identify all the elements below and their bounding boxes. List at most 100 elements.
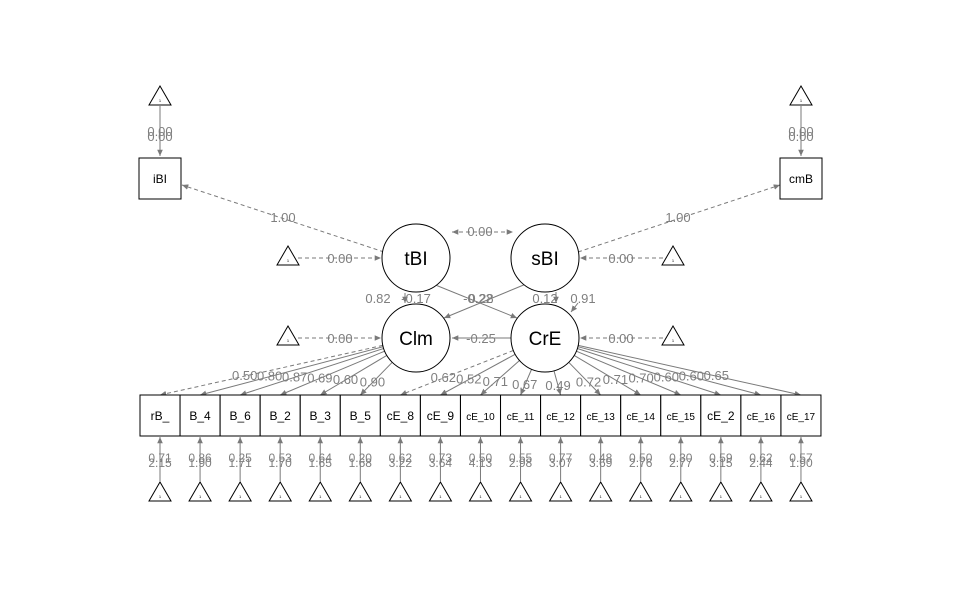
residual-label: 3.64 bbox=[429, 456, 453, 470]
intercept-triangle: 1 bbox=[388, 481, 413, 502]
observed-indicator: B_4 bbox=[179, 394, 221, 437]
latent-Clm: Clm bbox=[381, 303, 451, 373]
residual-label: 0.55 bbox=[509, 451, 533, 465]
residual-label: 2.44 bbox=[749, 456, 773, 470]
intercept-triangle: 1 bbox=[789, 481, 813, 502]
residual-label: 3.15 bbox=[709, 456, 733, 470]
residual-label: 0.00 bbox=[147, 124, 172, 139]
indicator-label: cE_15 bbox=[667, 412, 696, 423]
intercept-triangle: 1 bbox=[148, 481, 172, 502]
loading-arrow bbox=[199, 346, 384, 397]
intercept-triangle: 1 bbox=[268, 481, 293, 502]
indicator-label: cE_9 bbox=[427, 409, 455, 423]
loading-arrow bbox=[520, 369, 533, 396]
path-label: 1.00 bbox=[665, 210, 690, 225]
loading-label: 0.60 bbox=[679, 369, 704, 384]
one-label: 1 bbox=[399, 494, 402, 499]
one-label: 1 bbox=[159, 494, 162, 499]
residual-label: 0.30 bbox=[669, 451, 693, 465]
residual-label: 2.15 bbox=[148, 456, 172, 470]
path-tBI-CrE bbox=[432, 283, 518, 319]
residual-label: 3.07 bbox=[549, 456, 573, 470]
loading-arrow bbox=[577, 348, 721, 396]
indicator-label: B_3 bbox=[310, 409, 332, 423]
path-edges bbox=[157, 106, 804, 481]
intercept-triangle: 1 bbox=[308, 481, 333, 502]
intercept-triangle: 1 bbox=[468, 481, 493, 502]
residual-label: 0.62 bbox=[389, 451, 413, 465]
intercept-triangle: 1 bbox=[508, 481, 533, 502]
loading-label: 0.67 bbox=[512, 377, 537, 392]
one-label: 1 bbox=[287, 338, 290, 343]
intercept-triangle: 1 bbox=[428, 481, 453, 502]
indicator-label: cE_12 bbox=[546, 412, 575, 423]
intercept-triangle-iBI: 1 bbox=[148, 85, 172, 106]
indicator-label: B_4 bbox=[189, 409, 211, 423]
intercept-triangle: 1 bbox=[548, 481, 573, 502]
residual-label: 0.73 bbox=[429, 451, 453, 465]
intercept-triangle-tBI: 1 bbox=[276, 245, 300, 266]
loading-label: 0.60 bbox=[333, 372, 358, 387]
loading-label: 0.70 bbox=[628, 370, 653, 385]
residual-label: 3.69 bbox=[589, 456, 613, 470]
indicator-label: B_6 bbox=[229, 409, 251, 423]
residual-label: 2.76 bbox=[629, 456, 653, 470]
intercept-triangle: 1 bbox=[228, 481, 252, 502]
intercept-triangle: 1 bbox=[188, 481, 212, 502]
indicator-label: B_5 bbox=[350, 409, 372, 423]
loading-arrow bbox=[400, 350, 514, 396]
observed-indicator: B_2 bbox=[259, 394, 301, 437]
one-label: 1 bbox=[239, 494, 242, 499]
loading-arrow bbox=[159, 344, 383, 397]
one-label: 1 bbox=[319, 494, 322, 499]
latent-CrE-label: CrE bbox=[529, 329, 562, 350]
observed-indicator: B_5 bbox=[339, 394, 381, 437]
residual-label: 1.70 bbox=[269, 456, 293, 470]
intercept-triangle: 1 bbox=[749, 481, 773, 502]
residual-label: 1.71 bbox=[228, 456, 252, 470]
intercept-triangle: 1 bbox=[348, 481, 373, 502]
residual-label: 0.57 bbox=[789, 451, 813, 465]
residual-label: 0.53 bbox=[269, 451, 293, 465]
path-label: 0.00 bbox=[608, 251, 633, 266]
path-label: -0.25 bbox=[466, 331, 496, 346]
loading-lines bbox=[159, 344, 802, 397]
loading-label: 0.65 bbox=[704, 368, 729, 383]
residual-label: 0.59 bbox=[709, 451, 733, 465]
indicator-label: B_2 bbox=[270, 409, 292, 423]
residual-label: 0.00 bbox=[147, 129, 172, 144]
indicator-label: cE_8 bbox=[387, 409, 415, 423]
loading-label: 0.50 bbox=[232, 368, 257, 383]
loading-label: 0.80 bbox=[257, 369, 282, 384]
path-label: 0.00 bbox=[467, 224, 492, 239]
path-label: 0.82 bbox=[365, 291, 390, 306]
one-label: 1 bbox=[439, 494, 442, 499]
residual-label: 1.68 bbox=[349, 456, 373, 470]
observed-cmB: cmB bbox=[779, 157, 823, 200]
intercept-triangle: 1 bbox=[588, 481, 613, 502]
loading-arrow bbox=[440, 353, 516, 396]
one-label: 1 bbox=[359, 494, 362, 499]
path-label: 0.28 bbox=[468, 291, 493, 306]
loading-arrow bbox=[279, 350, 385, 396]
path-label: 0.12 bbox=[532, 291, 557, 306]
observed-indicator: cE_8 bbox=[379, 394, 421, 437]
loading-arrow bbox=[480, 360, 520, 396]
path-tBI-iBI bbox=[181, 184, 385, 253]
path-sBI-cmB bbox=[577, 184, 781, 253]
indicator-label: cE_11 bbox=[507, 412, 535, 423]
loading-arrow bbox=[576, 350, 681, 396]
observed-indicator: cE_2 bbox=[700, 394, 742, 437]
path-label: 0.00 bbox=[327, 251, 352, 266]
loading-label: 0.62 bbox=[431, 370, 456, 385]
loading-label: 0.60 bbox=[654, 369, 679, 384]
residual-label: 0.00 bbox=[788, 129, 813, 144]
loading-arrow bbox=[319, 354, 388, 396]
indicator-label: cE_10 bbox=[466, 412, 495, 423]
loading-label: 0.87 bbox=[282, 369, 307, 384]
loading-arrow bbox=[578, 344, 802, 397]
one-label: 1 bbox=[479, 494, 482, 499]
